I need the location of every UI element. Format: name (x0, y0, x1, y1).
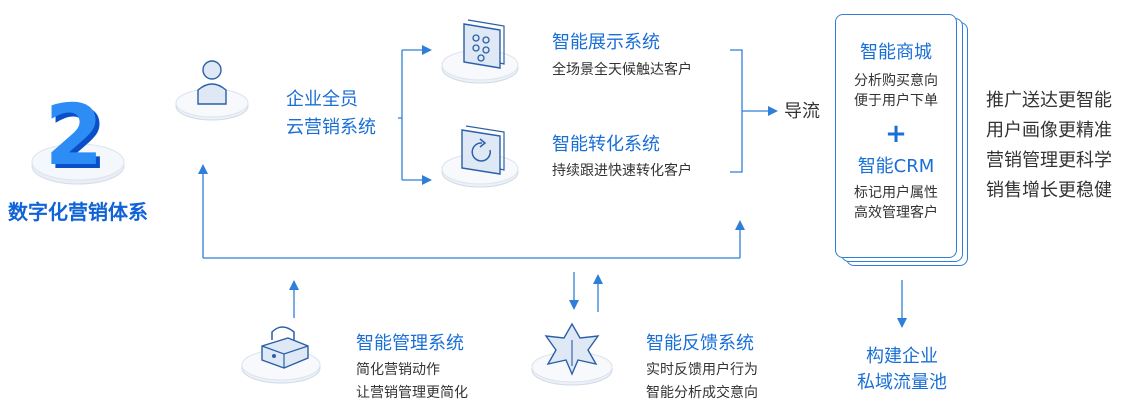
crm-desc1: 标记用户属性 (854, 185, 938, 201)
svg-text:2: 2 (45, 86, 103, 184)
core-platform-icon: 2 2 (31, 86, 125, 188)
staff-title-line1: 企业全员 (286, 89, 358, 110)
mall-title: 智能商城 (860, 42, 932, 63)
benefit-item: 营销管理更科学 (986, 150, 1112, 171)
guide-label: 导流 (784, 101, 820, 122)
svg-text:2: 2 (49, 90, 107, 188)
display-title: 智能展示系统 (552, 32, 660, 53)
mall-desc2: 便于用户下单 (854, 93, 938, 109)
branch-line (398, 50, 403, 180)
mall-crm-card: 智能商城 分析购买意向 便于用户下单 + 智能CRM 标记用户属性 高效管理客户 (835, 14, 957, 258)
convert-cycle-icon (441, 125, 519, 188)
merge-line (730, 49, 743, 173)
feedback-star-icon (531, 322, 613, 386)
feedback-desc1: 实时反馈用户行为 (646, 362, 758, 378)
benefits-list: 推广送达更智能 用户画像更精准 营销管理更科学 销售增长更稳健 (986, 86, 1112, 206)
benefit-item: 销售增长更稳健 (986, 180, 1112, 201)
display-desc: 全场景全天候触达客户 (552, 62, 692, 78)
staff-title-line2: 云营销系统 (286, 117, 376, 138)
manage-title: 智能管理系统 (356, 333, 464, 354)
manage-lock-icon (241, 326, 321, 384)
benefit-item: 用户画像更精准 (986, 120, 1112, 141)
convert-title: 智能转化系统 (552, 134, 660, 155)
crm-desc2: 高效管理客户 (854, 205, 938, 221)
manage-desc1: 简化营销动作 (356, 362, 440, 378)
pool-line2: 私域流量池 (857, 372, 947, 393)
mall-desc1: 分析购买意向 (854, 73, 938, 89)
convert-desc: 持续跟进快速转化客户 (552, 163, 692, 179)
staff-person-icon (175, 60, 249, 121)
pool-label: 构建企业 私域流量池 (842, 344, 962, 396)
manage-desc2: 让营销管理更简化 (356, 385, 468, 401)
display-screen-icon (441, 19, 519, 84)
pool-line1: 构建企业 (866, 346, 938, 367)
core-title: 数字化营销体系 (8, 200, 148, 224)
plus-sign: + (885, 119, 907, 149)
benefit-item: 推广送达更智能 (986, 90, 1112, 111)
feedback-desc2: 智能分析成交意向 (646, 385, 758, 401)
crm-title: 智能CRM (857, 156, 935, 177)
feedback-title: 智能反馈系统 (646, 333, 754, 354)
